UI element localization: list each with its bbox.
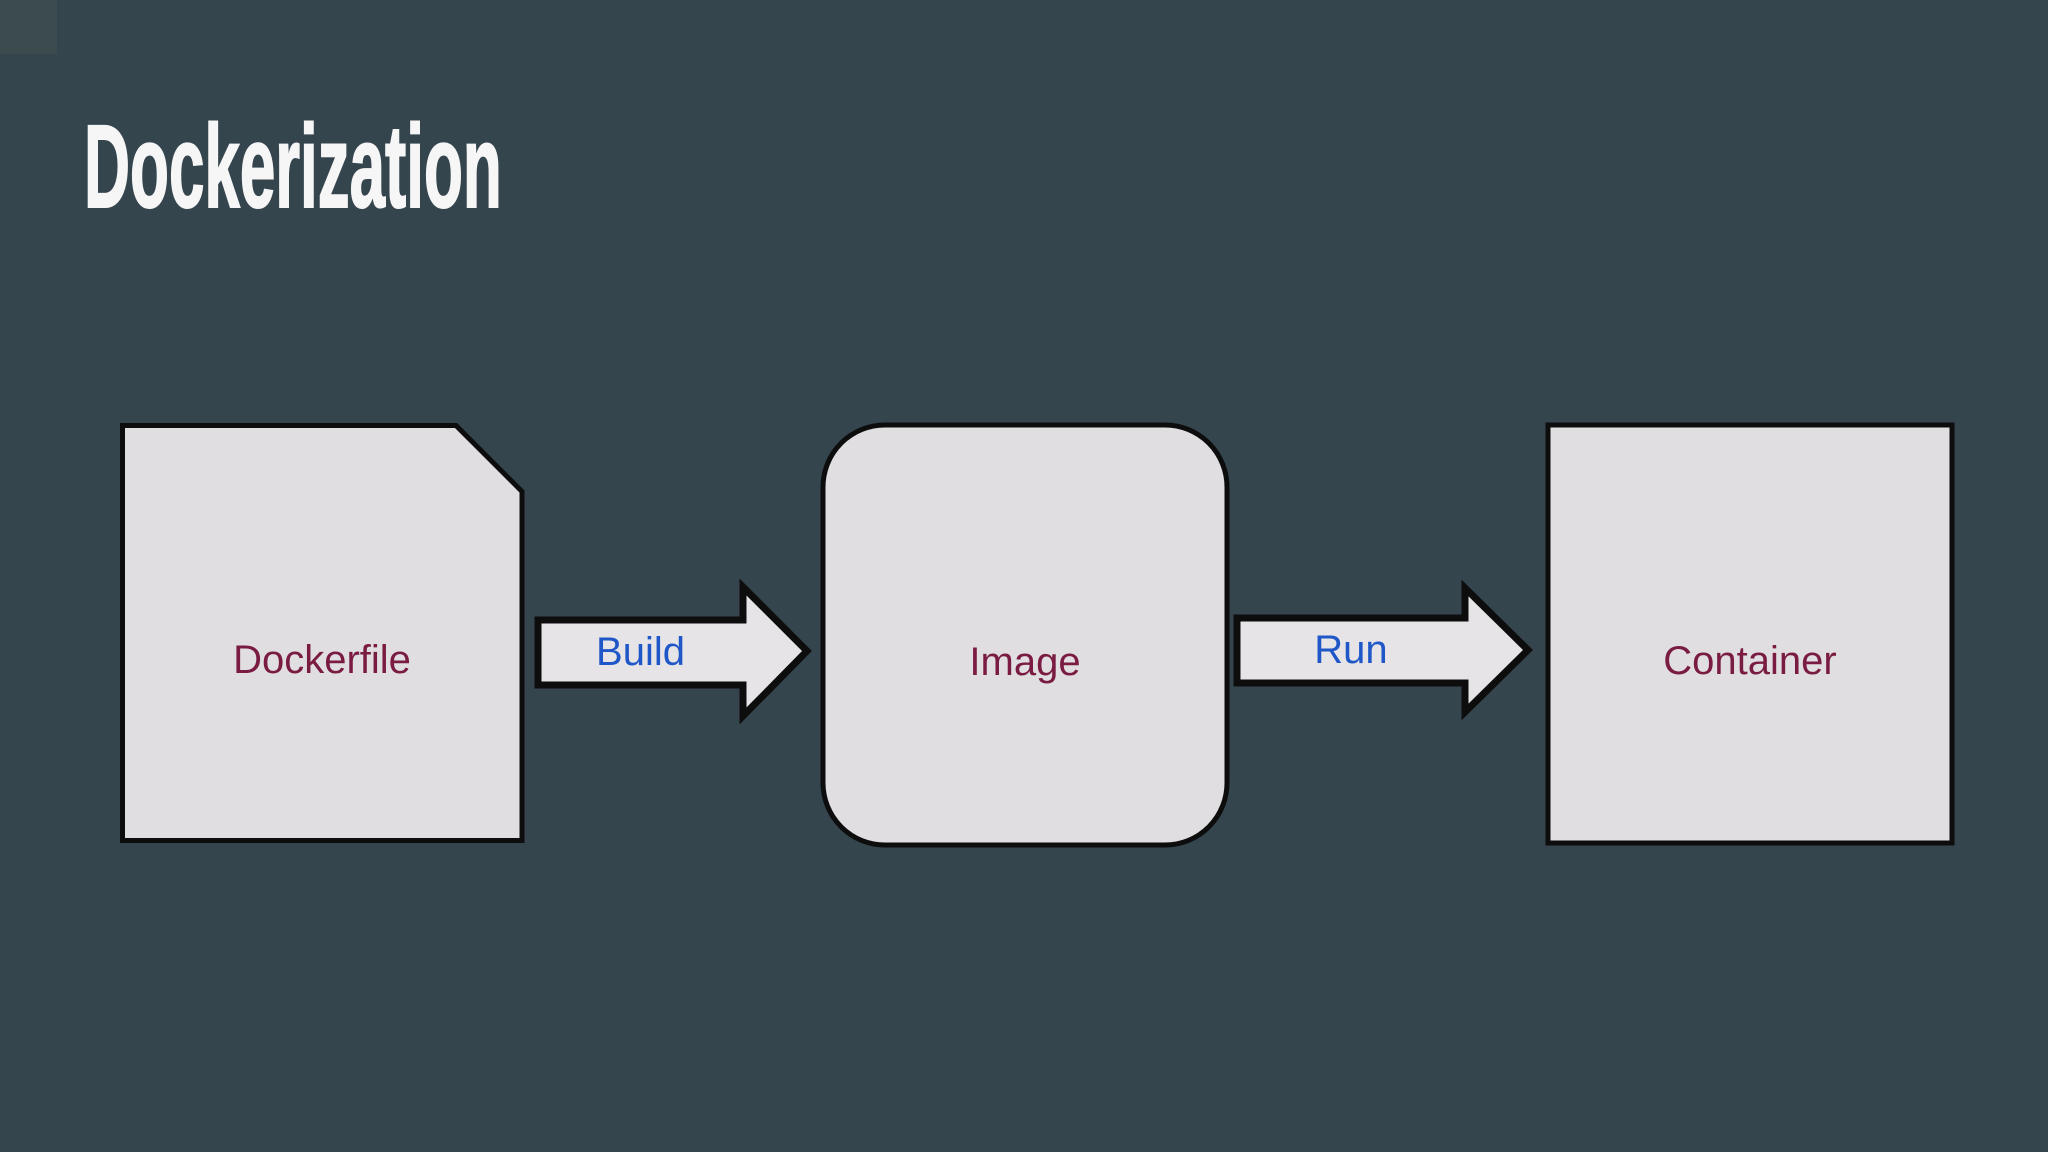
- dockerfile-node-shape: [120, 423, 525, 843]
- page-title: Dockerization: [83, 101, 858, 233]
- corner-square: [0, 0, 57, 54]
- page-title-text: Dockerization: [83, 101, 502, 233]
- image-node-shape: [820, 422, 1230, 848]
- run-arrow-shape: [1233, 579, 1533, 721]
- container-node-shape: [1545, 422, 1955, 846]
- build-arrow-shape: [534, 578, 812, 725]
